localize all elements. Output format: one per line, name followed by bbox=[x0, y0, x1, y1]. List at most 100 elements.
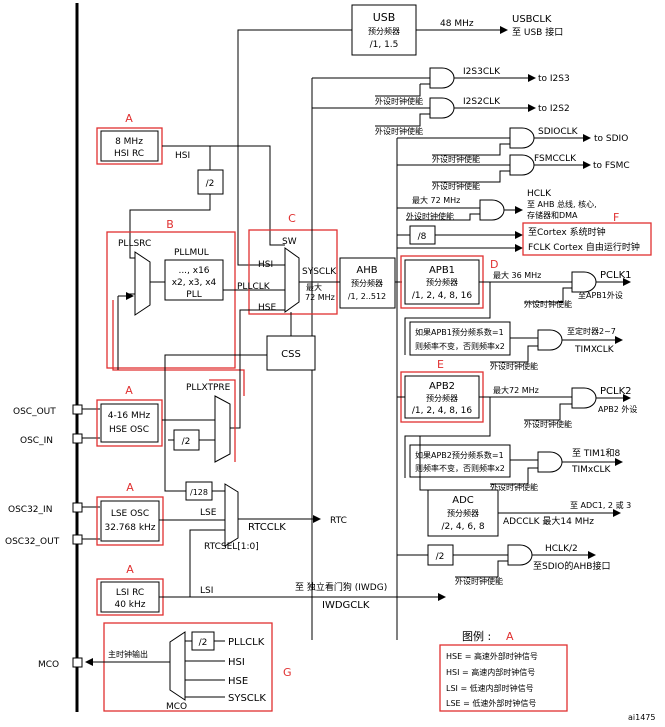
hsi-rc-2: HSI RC bbox=[114, 149, 144, 159]
hsi-rc-1: 8 MHz bbox=[115, 137, 143, 147]
osc-out-label: OSC_OUT bbox=[13, 407, 56, 417]
hse-osc-2: HSE OSC bbox=[109, 425, 149, 435]
marker-b-box bbox=[106, 231, 236, 369]
iwdgclk-label: IWDGCLK bbox=[322, 600, 370, 611]
apb1-enable: 外设时钟使能 bbox=[524, 299, 572, 309]
lse-osc-2: 32.768 kHz bbox=[104, 523, 155, 533]
rtc-label: RTC bbox=[330, 516, 347, 526]
adc-prescaler-box bbox=[427, 489, 499, 537]
adcclk-label: ADCCLK 最大14 MHz bbox=[503, 515, 594, 527]
marker-d: D bbox=[490, 258, 498, 271]
apb2-enable: 外设时钟使能 bbox=[524, 419, 572, 429]
usbclk-label: USBCLK bbox=[512, 14, 552, 25]
i2s2clk-label: I2S2CLK bbox=[463, 97, 501, 107]
ahb-sub: 预分频器 bbox=[351, 278, 383, 288]
div128-label: /128 bbox=[190, 488, 208, 497]
hclk-max: 最大 72 MHz bbox=[412, 195, 460, 205]
apb2-title: APB2 bbox=[429, 381, 455, 392]
ahb-title: AHB bbox=[356, 265, 377, 276]
marker-a-lse: A bbox=[126, 481, 134, 494]
to-fsmc: to FSMC bbox=[593, 161, 630, 171]
apb1-div: /1, 2, 4, 8, 16 bbox=[412, 291, 473, 301]
sys-max2: 72 MHz bbox=[305, 293, 335, 302]
corner-id: ai1475 bbox=[628, 713, 655, 722]
marker-f-box bbox=[522, 222, 652, 256]
mco-pllclk: PLLCLK bbox=[228, 637, 265, 648]
fsmcclk-label: FSMCCLK bbox=[534, 154, 577, 164]
to-i2s2: to I2S2 bbox=[538, 104, 570, 114]
adc-title: ADC bbox=[452, 495, 474, 506]
mco-out-label: 主时钟输出 bbox=[108, 649, 148, 659]
hclk2-div2: /2 bbox=[436, 552, 445, 562]
pclk1-label: PCLK1 bbox=[600, 270, 632, 281]
marker-g-box bbox=[103, 622, 273, 712]
legend-lsi: LSI = 低速内部时钟信号 bbox=[446, 683, 534, 693]
apb2-prescaler-box bbox=[404, 375, 480, 419]
lse-osc-1: LSE OSC bbox=[111, 509, 149, 519]
legend-box bbox=[439, 644, 568, 712]
ahb-prescaler-box bbox=[339, 257, 396, 309]
adc-sub: 预分频器 bbox=[447, 508, 479, 518]
to-adc: 至 ADC1, 2 或 3 bbox=[570, 500, 631, 510]
lsi-rc-box bbox=[100, 581, 160, 613]
pllxtpre-label: PLLXTPRE bbox=[186, 383, 231, 393]
apb1-prescaler-box bbox=[404, 259, 480, 305]
pllsrc-label: PLLSRC bbox=[118, 239, 151, 249]
rtcclk-label: RTCCLK bbox=[248, 522, 286, 533]
lsi-rc-1: LSI RC bbox=[116, 588, 144, 598]
sys-max1: 最大 bbox=[306, 282, 322, 292]
apb1-title: APB1 bbox=[429, 265, 455, 276]
hclk2-enable: 外设时钟使能 bbox=[455, 576, 503, 586]
sw-hsi: HSI bbox=[258, 260, 273, 270]
osc32-out-label: OSC32_OUT bbox=[5, 537, 60, 547]
marker-c-box bbox=[248, 229, 338, 315]
mco-div2: /2 bbox=[199, 638, 208, 648]
sysclk-label: SYSCLK bbox=[302, 267, 337, 277]
fsmc-enable: 外设时钟使能 bbox=[432, 181, 480, 191]
to-tim27: 至定时器2~7 bbox=[567, 326, 616, 336]
mco-mux-label: MCO bbox=[166, 702, 187, 712]
pclk2-label: PCLK2 bbox=[600, 386, 632, 397]
pll-label: PLL bbox=[186, 290, 201, 300]
lse-line-label: LSE bbox=[200, 508, 217, 518]
lsi-rc-2: 40 kHz bbox=[114, 600, 145, 610]
hsi-rc-box bbox=[100, 130, 159, 162]
hclk-label: HCLK bbox=[527, 189, 552, 199]
marker-g: G bbox=[283, 666, 292, 679]
iwdg-to: 至 独立看门狗 (IWDG) bbox=[295, 581, 387, 593]
usbclk-to: 至 USB 接口 bbox=[512, 26, 563, 38]
osc32-in-label: OSC32_IN bbox=[8, 505, 52, 515]
tim-rule1: 如果APB1预分频系数=1 bbox=[415, 327, 504, 337]
hse-osc-box bbox=[100, 403, 159, 443]
pll-mul-2: x2, x3, x4 bbox=[172, 278, 217, 288]
timxclk2-label: TIMxCLK bbox=[571, 465, 612, 475]
marker-a-hsi: A bbox=[125, 112, 133, 125]
legend-hsi: HSI = 高速内部时钟信号 bbox=[446, 667, 535, 677]
tim-rule2: 则频率不变，否则频率x2 bbox=[415, 341, 505, 351]
usb-freq: 48 MHz bbox=[440, 19, 474, 29]
mco-hsi: HSI bbox=[228, 657, 245, 668]
pclk2-to: APB2 外设 bbox=[598, 404, 637, 414]
sdio-enable: 外设时钟使能 bbox=[432, 154, 480, 164]
hclk-enable: 外设时钟使能 bbox=[406, 211, 454, 221]
i2s3clk-label: I2S3CLK bbox=[463, 67, 501, 77]
i2s3-enable: 外设时钟使能 bbox=[375, 96, 423, 106]
sw-pllclk: PLLCLK bbox=[237, 282, 271, 292]
tim2-enable: 外设时钟使能 bbox=[490, 482, 538, 492]
sw-hse: HSE bbox=[258, 303, 276, 313]
pclk1-to: 至APB1外设 bbox=[578, 290, 623, 300]
mco-hse: HSE bbox=[228, 676, 248, 687]
apb2-sub: 预分频器 bbox=[426, 393, 458, 403]
marker-c: C bbox=[288, 212, 296, 225]
to-sdio-ahb: 至SDIO的AHB接口 bbox=[533, 560, 610, 572]
sw-label: SW bbox=[282, 237, 297, 247]
to-sdio: to SDIO bbox=[594, 134, 628, 144]
to-i2s3: to I2S3 bbox=[538, 74, 570, 84]
marker-a-hse: A bbox=[125, 384, 133, 397]
rtcsel-label: RTCSEL[1:0] bbox=[204, 542, 259, 552]
marker-a-lsi: A bbox=[126, 563, 134, 576]
apb1-sub: 预分频器 bbox=[426, 277, 458, 287]
marker-f: F bbox=[613, 211, 619, 224]
pll-box bbox=[164, 259, 224, 301]
